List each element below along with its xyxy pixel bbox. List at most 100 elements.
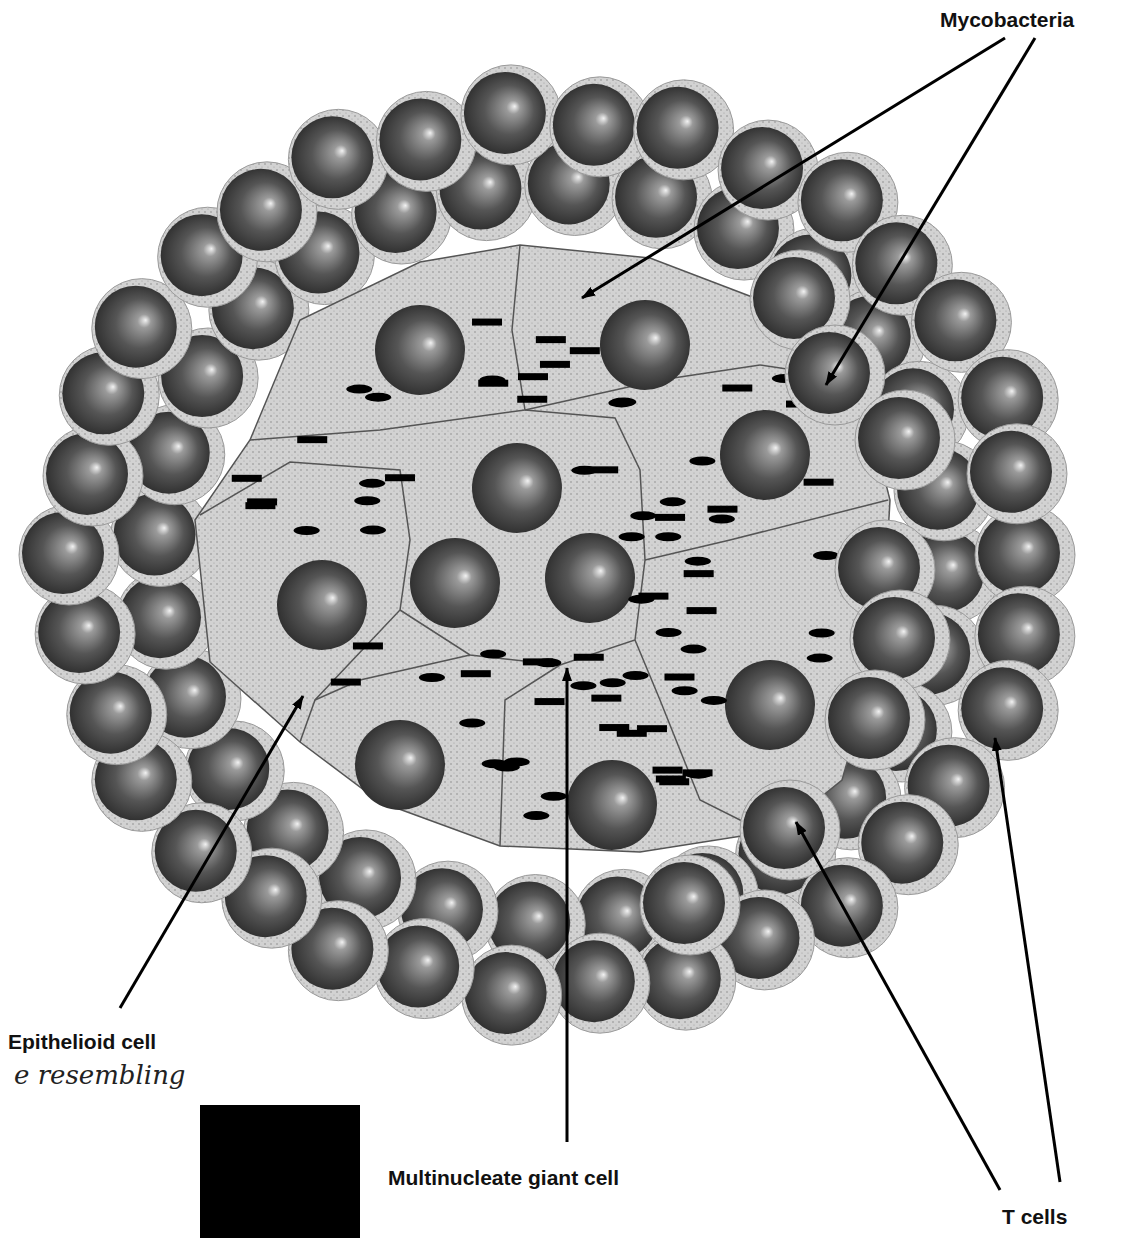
mycobacterium [540,361,570,368]
mycobacterium [807,654,833,663]
cell-nucleus [410,538,500,628]
mycobacterium [480,650,506,659]
mycobacterium [245,502,275,509]
leader-line [566,668,569,1142]
mycobacterium [655,514,685,521]
t-cell-membrane [462,945,562,1045]
mycobacterium [655,532,681,541]
t-cell-nucleus [637,87,719,169]
mycobacterium [232,475,262,482]
mycobacterium [570,681,596,690]
mycobacterium [809,629,835,638]
t-cell-nucleus [961,667,1043,749]
cell-border [512,245,525,410]
t-cell-nucleus [743,787,825,869]
mycobacterium [365,393,391,402]
leader-line [582,38,1005,298]
mycobacterium [591,695,621,702]
cell-nucleus [472,443,562,533]
mycobacterium [637,725,667,732]
t-cell-nucleus [853,597,935,679]
mycobacterium [685,770,711,779]
cell-nucleus [375,305,465,395]
leader-line [826,38,1035,385]
mycobacterium [570,347,600,354]
t-cell-nucleus [858,397,940,479]
mycobacterium [630,511,656,520]
cell-nucleus [720,410,810,500]
mycobacterium [610,397,636,406]
mycobacterium [297,436,327,443]
t-cell-membrane [461,65,561,165]
mycobacterium [346,385,372,394]
mycobacterium [523,811,549,820]
mycobacterium [664,674,694,681]
t-cell-nucleus [643,862,725,944]
mycobacterium [638,593,668,600]
mycobacterium [709,514,735,523]
t-cell-nucleus [465,952,547,1034]
epithelioid-cluster [195,245,890,852]
cell-border [250,365,760,440]
mycobacterium [672,686,698,695]
t-cell-membrane [288,109,388,209]
mycobacterium [813,551,839,560]
t-cell-nucleus [291,116,373,198]
mycobacterium [689,456,715,465]
mycobacterium [359,479,385,488]
leader-line [120,696,303,1008]
mycobacterium [707,506,737,513]
mycobacterium [574,654,604,661]
cell-border [200,462,410,742]
callout-label: Epithelioid cell [8,1030,156,1054]
cell-nucleus [355,720,445,810]
mycobacterium [600,678,626,687]
cell-border [500,665,560,846]
mycobacterium [722,385,752,392]
mycobacterium [535,698,565,705]
mycobacterium [536,336,566,343]
t-cell-nucleus [379,98,461,180]
leader-line [796,822,1000,1190]
mycobacterium [623,671,649,680]
t-cell-membrane [374,919,474,1019]
t-cell-nucleus [220,169,302,251]
mycobacterium [482,759,508,768]
mycobacterium [459,718,485,727]
epithelioid-region [195,245,890,852]
cell-border [400,410,645,665]
mycobacterium [660,497,686,506]
mycobacterium [684,570,714,577]
mycobacterium [331,679,361,686]
cell-nucleus [277,560,367,650]
t-cell-nucleus [970,431,1052,513]
t-cell-membrane [740,780,840,880]
cell-nucleus [545,533,635,623]
mycobacterium [385,474,415,481]
leader-lines [120,38,1060,1190]
mycobacterium [599,724,629,731]
mycobacterium [353,642,383,649]
mycobacterium [681,645,707,654]
mycobacterium [619,532,645,541]
t-cell-nucleus [553,84,635,166]
t-cell-membrane [640,855,740,955]
mycobacterium [294,526,320,535]
mycobacterium [478,380,508,387]
mycobacterium [571,466,597,475]
t-cell-nucleus [464,72,546,154]
t-cell-nucleus [828,677,910,759]
t-cell-nucleus [553,940,635,1022]
mycobacterium [541,792,567,801]
mycobacterium [354,496,380,505]
mycobacterium [653,767,683,774]
t-cell-membrane [855,390,955,490]
t-cell-nucleus [914,279,996,361]
redaction-block [200,1105,360,1238]
mycobacterium [517,396,547,403]
cell-nucleus [725,660,815,750]
cell-border [315,655,470,700]
mycobacterium [472,319,502,326]
t-cell-nucleus [788,332,870,414]
